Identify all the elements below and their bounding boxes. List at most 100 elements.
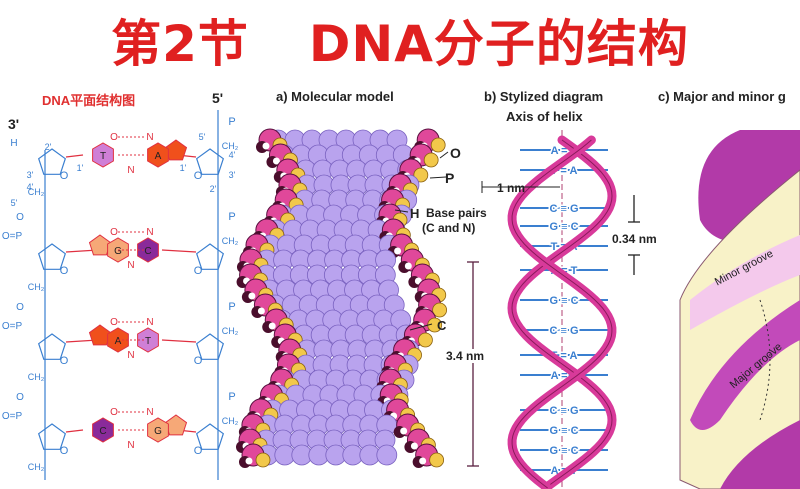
ch2-group: CH₂ (222, 141, 239, 151)
right-sugar (195, 423, 225, 450)
hydrogen-sphere (272, 157, 280, 165)
base-ring (147, 417, 169, 443)
rise-label: 0.34 nm (612, 232, 657, 246)
label-o: O (450, 145, 461, 161)
base-T: T (100, 151, 106, 162)
left-sugar (37, 333, 67, 360)
ch2-group: CH₂ (222, 416, 239, 426)
atom-o: O (110, 227, 118, 238)
hydrogen-sphere (248, 292, 256, 300)
base-pair-label: G ≡ C (549, 221, 578, 233)
carbon-5: 5' (11, 198, 18, 208)
carbon-3: 3' (229, 170, 236, 180)
phosphorus-sphere (429, 452, 445, 468)
left-sugar (37, 423, 67, 450)
purine-ring (164, 414, 188, 436)
section-number: 第2节 (111, 15, 249, 73)
hydrogen-sphere (404, 262, 412, 270)
atom-n: N (127, 440, 134, 451)
purine-ring (164, 139, 188, 161)
atom-o: O (110, 317, 118, 328)
phosphate: P (228, 391, 235, 403)
carbon-4: 4' (27, 182, 34, 192)
sugar-oxygen: O (194, 265, 203, 277)
pitch-label: 3.4 nm (446, 349, 485, 363)
base-pair-label: C ≡ G (549, 325, 578, 337)
phosphate: P (228, 116, 235, 128)
left-sugar (37, 148, 67, 175)
stylized-heading: b) Stylized diagram (484, 89, 604, 104)
phosphorus-sphere (418, 332, 433, 348)
left-sugar (37, 243, 67, 270)
ribbon-middle (690, 300, 800, 430)
carbon-3: 3' (27, 170, 34, 180)
ch2-group: CH₂ (28, 462, 45, 472)
carbon-1: 1' (77, 163, 84, 173)
carbon-2: 2' (45, 142, 52, 152)
hydrogen-sphere (410, 442, 418, 450)
ch2-group: CH₂ (28, 372, 45, 382)
glycosidic-bond (65, 154, 84, 158)
sugar-oxygen: O (194, 355, 203, 367)
label-p: P (445, 170, 455, 186)
atom-n: N (146, 227, 153, 238)
glycosidic-bond (161, 339, 197, 343)
base-pair-label: G ≡ C (549, 425, 578, 437)
axis-label: Axis of helix (506, 109, 583, 124)
phosphate: O=P (2, 321, 23, 332)
purine-ring (88, 234, 112, 256)
right-sugar (195, 148, 225, 175)
label-c: C (437, 318, 447, 333)
sugar-oxygen: O (60, 170, 69, 182)
hydrogen-sphere (268, 322, 276, 330)
strand-1-edge (511, 139, 613, 489)
leader-line (409, 323, 433, 331)
glycosidic-bond (161, 249, 197, 253)
atom-n: N (127, 165, 134, 176)
phosphorus-sphere (413, 167, 429, 183)
sugar-oxygen: O (194, 170, 203, 182)
phosphorus-sphere (432, 302, 448, 318)
phosphorus-sphere (430, 137, 446, 153)
hydrogen-sphere (257, 307, 265, 315)
right-sugar (195, 243, 225, 270)
base-G: G (114, 246, 122, 257)
grooves-heading: c) Major and minor g (658, 89, 786, 104)
ch2-group: CH₂ (28, 282, 45, 292)
groove-dotted-line (759, 299, 771, 421)
planar-heading: DNA平面结构图 (42, 93, 136, 108)
atom-o: O (110, 407, 118, 418)
base-G: G (154, 426, 162, 437)
purine-ring (88, 324, 112, 346)
sugar-oxygen: O (60, 445, 69, 457)
molecular-heading: a) Molecular model (276, 89, 394, 104)
hydrogen-sphere (262, 142, 270, 150)
label-c-and-n: (C and N) (422, 221, 476, 235)
phosphate: P (228, 211, 235, 223)
atom-n: N (127, 260, 134, 271)
base-A: A (155, 151, 162, 162)
phosphate-oxygen: O (16, 302, 24, 313)
carbon-4: 4' (229, 150, 236, 160)
hydrogen-sphere (394, 247, 402, 255)
atom-n: N (127, 350, 134, 361)
phosphorus-sphere (255, 452, 271, 468)
end-3prime: 3' (8, 116, 20, 132)
phosphate: P (228, 301, 235, 313)
phosphate: O=P (2, 231, 23, 242)
molecular-model (236, 128, 449, 468)
carbon-1: 1' (180, 163, 187, 173)
phosphate-oxygen: O (16, 392, 24, 403)
sugar-oxygen: O (60, 265, 69, 277)
hydrogen-sphere (419, 457, 427, 465)
atom-o: O (110, 132, 118, 143)
groove-diagram (660, 120, 800, 489)
label-h: H (410, 206, 420, 221)
phosphorus-sphere (423, 152, 439, 168)
phosphate: O=P (2, 411, 23, 422)
base-pair-label: G ≡ C (549, 445, 578, 457)
leader-line (439, 151, 449, 159)
